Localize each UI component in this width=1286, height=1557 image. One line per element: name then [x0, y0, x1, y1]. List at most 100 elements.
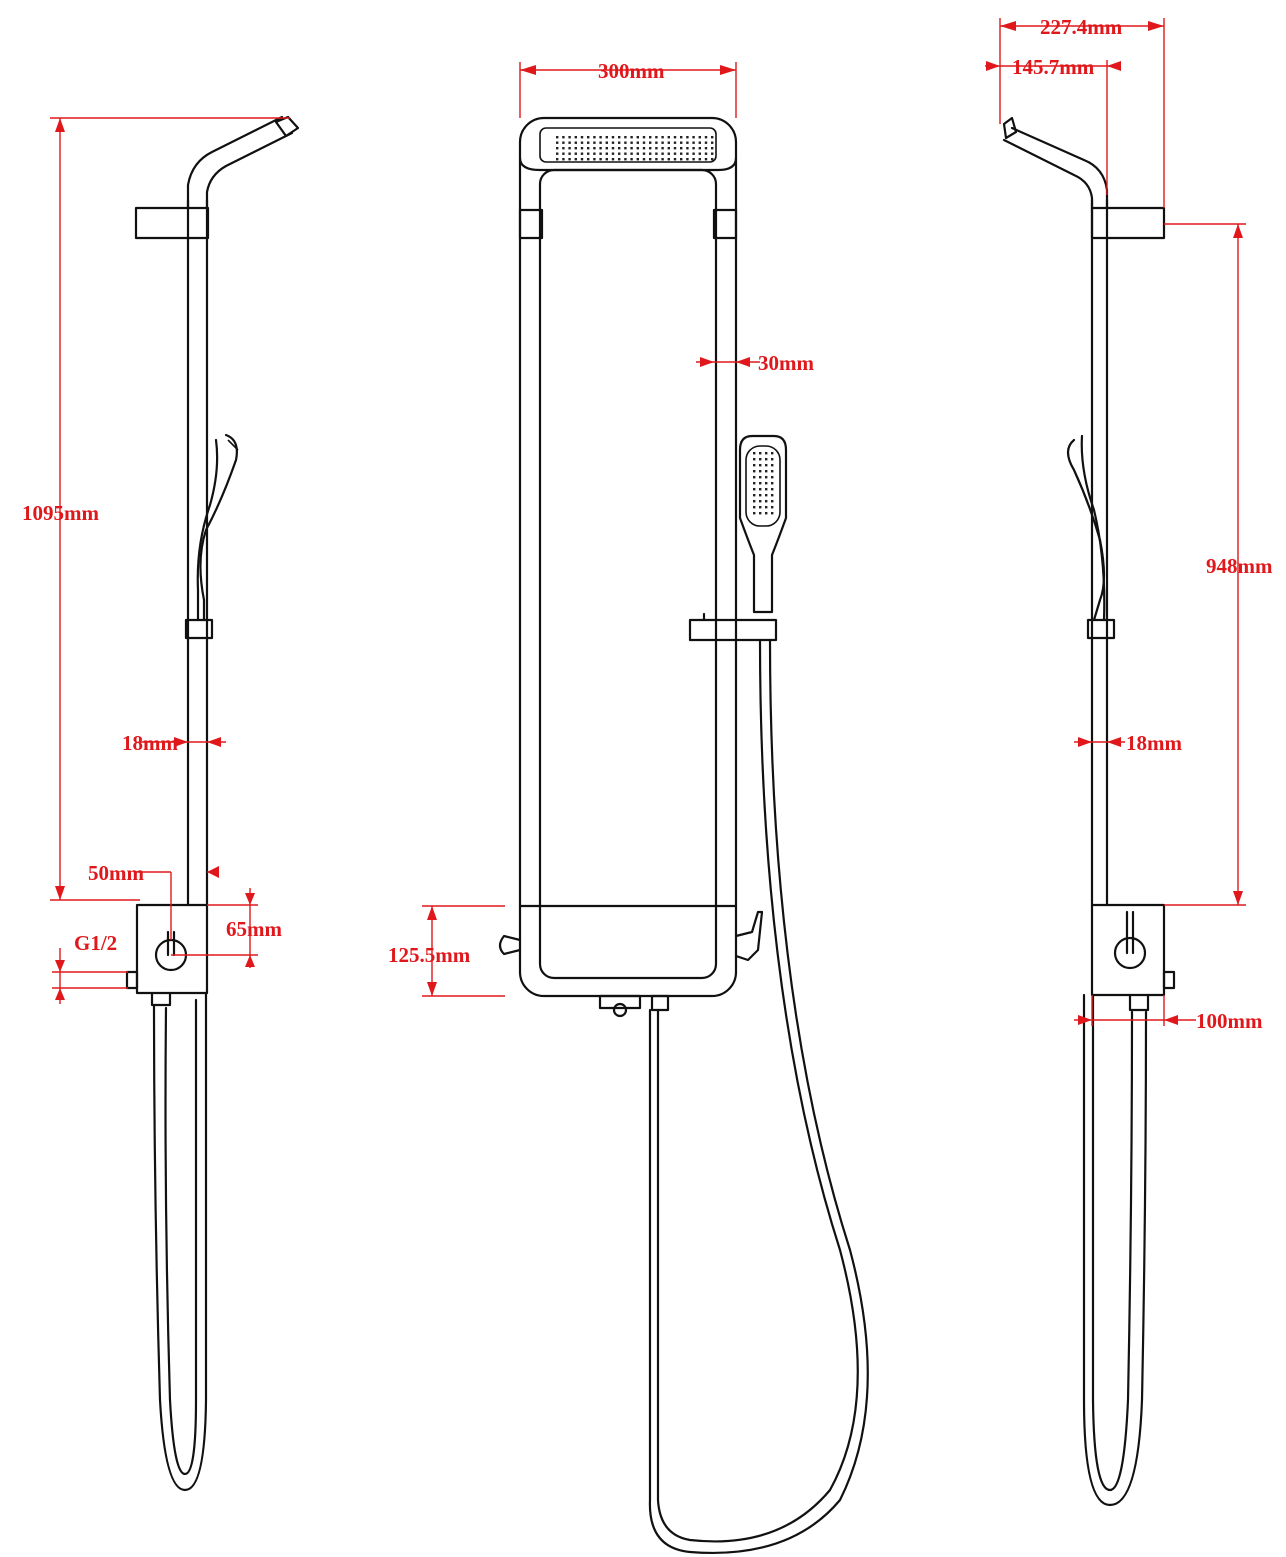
hand-nozzle-dot: [771, 476, 774, 479]
nozzle-dot: [680, 141, 683, 144]
hand-nozzle-dot: [753, 500, 756, 503]
nozzle-dot: [692, 158, 695, 161]
nozzle-dot: [692, 152, 695, 155]
nozzle-dot: [686, 152, 689, 155]
nozzle-dot: [649, 152, 652, 155]
nozzle-dot: [673, 158, 677, 161]
nozzle-dot: [556, 158, 559, 161]
hand-nozzle-dot: [771, 494, 774, 497]
nozzle-dot: [686, 136, 689, 139]
nozzle-dot: [655, 158, 658, 161]
hand-nozzle-dot: [759, 506, 762, 509]
nozzle-dot: [568, 141, 571, 144]
hand-nozzle-dot: [771, 482, 774, 485]
hand-nozzle-dot: [753, 452, 756, 455]
nozzle-dot: [630, 158, 633, 161]
dimension-lines: [50, 18, 1246, 1026]
nozzle-dot: [711, 136, 714, 139]
hand-nozzle-dot: [753, 464, 756, 467]
left-side-view: [125, 115, 300, 1492]
hand-nozzle-dot: [765, 512, 768, 515]
nozzle-dot: [562, 136, 565, 139]
nozzle-dot: [698, 152, 701, 155]
hand-nozzle-dots: [753, 452, 774, 515]
nozzle-dot: [630, 136, 633, 139]
nozzle-dot: [599, 136, 602, 139]
nozzle-dot: [698, 136, 701, 139]
hand-nozzle-dot: [753, 458, 756, 461]
nozzle-dot: [661, 136, 664, 139]
nozzle-dot: [642, 158, 646, 161]
nozzle-dot: [655, 147, 658, 150]
nozzle-dot: [649, 147, 652, 150]
nozzle-dot: [686, 158, 689, 161]
hand-nozzle-dot: [759, 500, 762, 503]
nozzle-dot: [673, 136, 677, 139]
hand-nozzle-dot: [771, 452, 774, 455]
nozzle-dot: [611, 147, 615, 150]
nozzle-dot: [667, 147, 670, 150]
nozzle-dot: [556, 141, 559, 144]
nozzle-dot: [580, 141, 584, 144]
nozzle-dot: [556, 136, 559, 139]
nozzle-dot: [562, 141, 565, 144]
hand-nozzle-dot: [759, 512, 762, 515]
hand-nozzle-dot: [759, 494, 762, 497]
nozzle-dot: [605, 147, 608, 150]
nozzle-dot: [611, 158, 615, 161]
nozzle-dot: [692, 141, 695, 144]
nozzle-dot: [593, 147, 596, 150]
nozzle-dot: [618, 147, 621, 150]
dim-overall-height: 1095mm: [22, 501, 99, 525]
nozzle-dot: [661, 141, 664, 144]
nozzle-dot: [605, 158, 608, 161]
right-side-view: [1002, 116, 1176, 1507]
nozzle-dot: [587, 147, 590, 150]
nozzle-dot: [611, 152, 615, 155]
nozzle-dot: [711, 152, 714, 155]
nozzle-dot: [599, 152, 602, 155]
hand-nozzle-dot: [765, 494, 768, 497]
hand-nozzle-dot: [759, 488, 762, 491]
hand-nozzle-dot: [765, 464, 768, 467]
nozzle-dot: [636, 136, 639, 139]
nozzle-dot: [580, 136, 584, 139]
dim-valve-offset: 50mm: [88, 861, 144, 885]
nozzle-dot: [624, 147, 627, 150]
nozzle-dot: [587, 141, 590, 144]
nozzle-dot: [636, 147, 639, 150]
nozzle-dot: [580, 152, 584, 155]
nozzle-dot: [611, 136, 615, 139]
nozzle-dots: [556, 136, 714, 161]
nozzle-dot: [711, 141, 714, 144]
nozzle-dot: [661, 152, 664, 155]
nozzle-dot: [642, 136, 646, 139]
hand-nozzle-dot: [771, 464, 774, 467]
nozzle-dot: [673, 147, 677, 150]
hand-nozzle-dot: [771, 506, 774, 509]
nozzle-dot: [624, 152, 627, 155]
nozzle-dot: [680, 147, 683, 150]
nozzle-dot: [636, 152, 639, 155]
nozzle-dot: [680, 136, 683, 139]
nozzle-dot: [587, 158, 590, 161]
dim-head-projection-total: 227.4mm: [1040, 15, 1123, 39]
nozzle-dot: [711, 147, 714, 150]
nozzle-dot: [618, 141, 621, 144]
nozzle-dot: [605, 136, 608, 139]
nozzle-dot: [618, 158, 621, 161]
nozzle-dot: [673, 141, 677, 144]
nozzle-dot: [605, 141, 608, 144]
hand-nozzle-dot: [765, 452, 768, 455]
nozzle-dot: [568, 147, 571, 150]
nozzle-dot: [611, 141, 615, 144]
nozzle-dot: [642, 147, 646, 150]
nozzle-dot: [692, 136, 695, 139]
hand-nozzle-dot: [771, 500, 774, 503]
nozzle-dot: [580, 147, 584, 150]
nozzle-dot: [680, 158, 683, 161]
nozzle-dot: [562, 147, 565, 150]
nozzle-dot: [704, 147, 708, 150]
hand-nozzle-dot: [753, 506, 756, 509]
nozzle-dot: [692, 147, 695, 150]
